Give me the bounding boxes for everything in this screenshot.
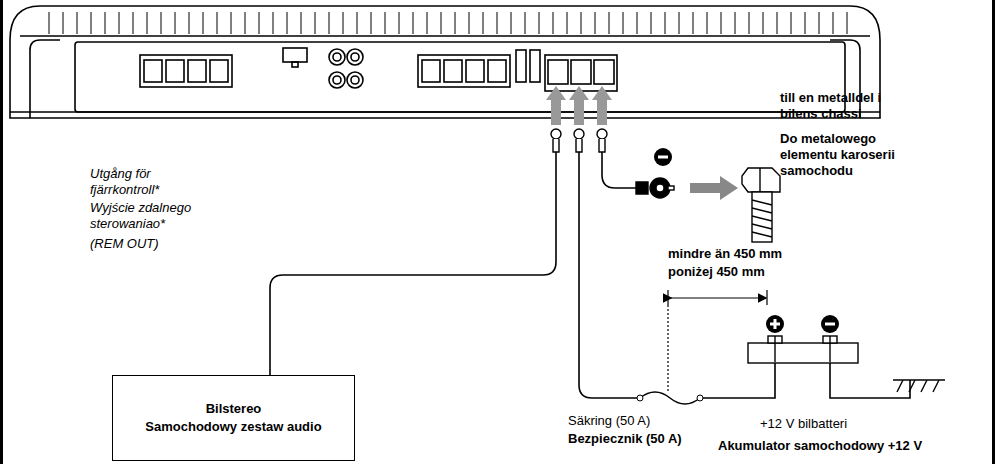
ground-terminal [636,178,674,198]
box-text: Samochodowy zestaw audio [145,418,321,436]
amplifier [10,6,880,118]
frame-bar [0,0,3,464]
insert-arrow [546,86,612,125]
dimension-line [668,290,767,392]
wire [270,152,910,398]
fuse-end [637,395,643,401]
fuse-symbol [640,392,700,404]
annotation-label: Wyjście zdalnego sterowaniao* [90,200,225,232]
box-text: Bilstereo [206,400,262,418]
ring-terminal [551,129,607,152]
annotation-label: mindre än 450 mm [668,246,782,262]
device-box: BilstereoSamochodowy zestaw audio [112,375,355,461]
annotation-label: Utgång för fjärrkontroll* [90,166,210,198]
annotation-label: Akumulator samochodowy +12 V [718,438,922,454]
frame-bar [992,0,995,464]
chassis-bolt [742,168,780,242]
annotation-label: +12 V bilbatteri [760,416,847,432]
fuse-end [697,395,703,401]
direction-arrow [690,176,738,200]
annotation-label: Säkring (50 A) [568,413,650,429]
battery [748,336,858,363]
earth-symbol [893,380,945,392]
annotation-label: till en metalldel i bilens chassi [780,90,920,122]
annotation-label: Bezpiecznik (50 A) [568,431,682,447]
annotation-label: (REM OUT) [90,236,159,252]
annotation-label: poniżej 450 mm [668,264,765,280]
annotation-label: Do metalowego elementu karoserii samocho… [780,131,925,179]
